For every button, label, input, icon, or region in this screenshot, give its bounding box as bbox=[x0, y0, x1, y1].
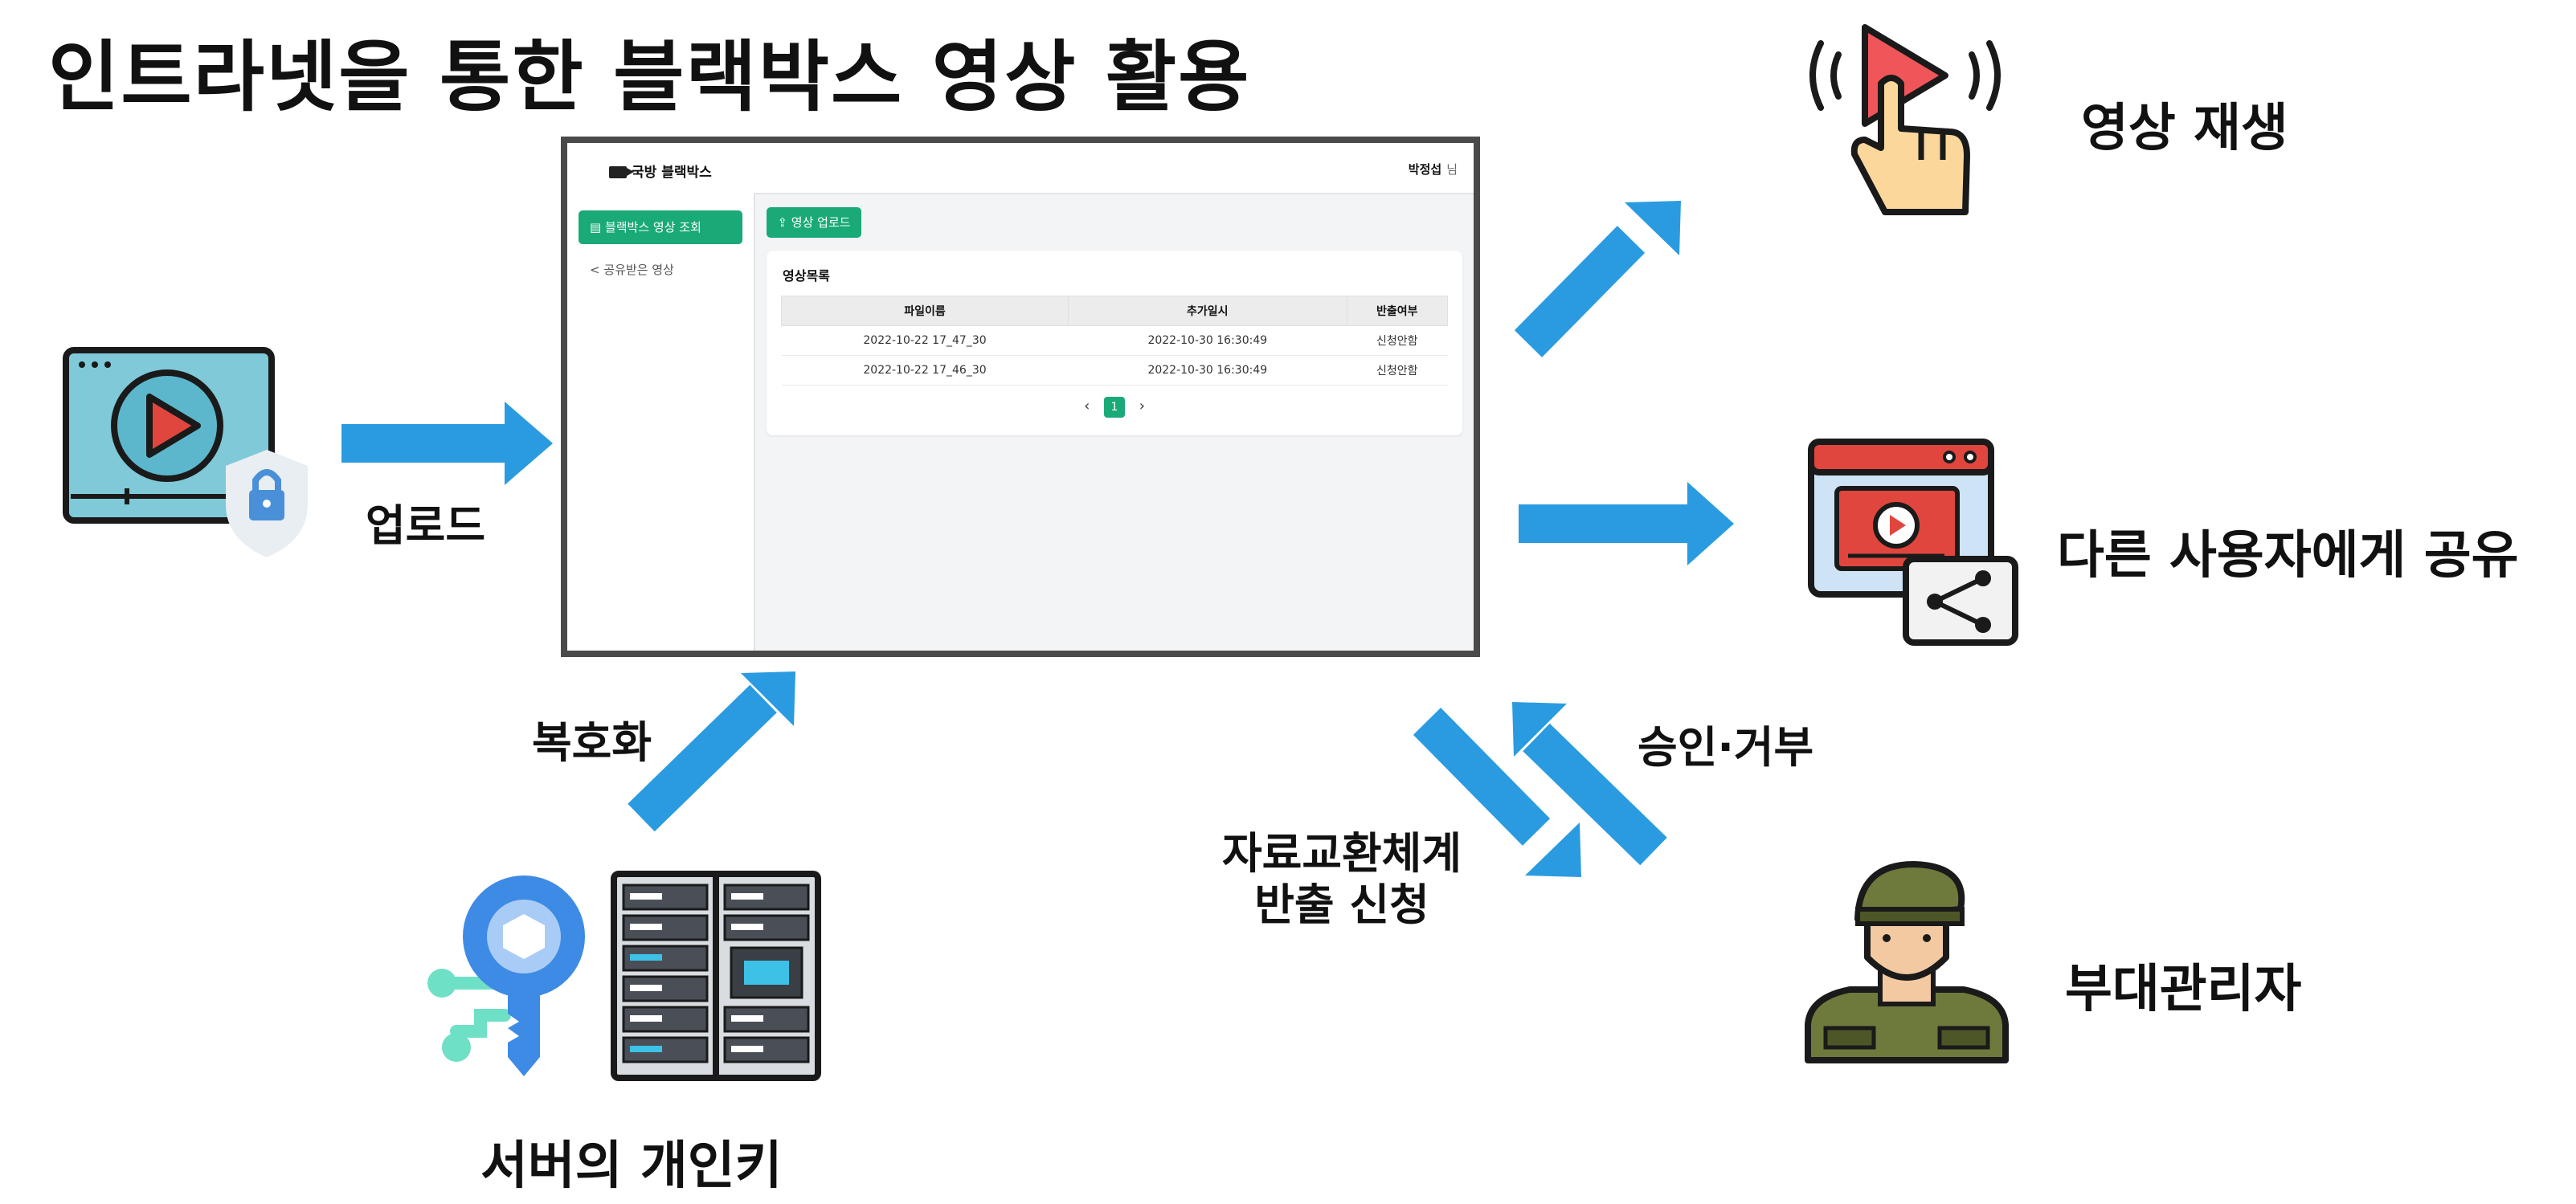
top-bar: 박정섭 님 bbox=[754, 143, 1474, 194]
video-share-icon bbox=[1808, 439, 2018, 646]
user-suffix: 님 bbox=[1446, 162, 1458, 177]
label-share: 다른 사용자에게 공유 bbox=[2057, 526, 2519, 586]
card-title: 영상목록 bbox=[783, 268, 830, 284]
arrow-decrypt-head bbox=[741, 671, 795, 726]
sidebar: 국방 블랙박스 ▤ 블랙박스 영상 조회 < 공유받은 영상 bbox=[567, 143, 755, 651]
upload-video-button[interactable]: ⇪ 영상 업로드 bbox=[767, 207, 861, 238]
cell-filename: 2022-10-22 17_47_30 bbox=[781, 325, 1069, 356]
video-list-card: 영상목록 파일이름 추가일시 반출여부 2022-10-22 17_47_30 … bbox=[767, 251, 1462, 435]
arrow-play-shaft bbox=[1514, 226, 1646, 357]
label-approve: 승인·거부 bbox=[1638, 722, 1814, 773]
video-lock-icon bbox=[63, 347, 308, 557]
pager-current[interactable]: 1 bbox=[1104, 397, 1125, 418]
col-added: 추가일시 bbox=[1068, 296, 1347, 326]
nav-video-list[interactable]: ▤ 블랙박스 영상 조회 bbox=[579, 210, 742, 244]
arrow-export-shaft bbox=[1413, 708, 1551, 846]
arrow-decrypt-shaft bbox=[628, 684, 777, 832]
upload-video-label: 영상 업로드 bbox=[791, 215, 851, 230]
brand: 국방 블랙박스 bbox=[609, 161, 712, 181]
col-filename: 파일이름 bbox=[780, 296, 1069, 326]
arrow-approve-shaft bbox=[1523, 723, 1667, 866]
cell-added: 2022-10-30 16:30:49 bbox=[1068, 325, 1347, 356]
key-icon bbox=[427, 875, 585, 1076]
label-export-line2: 반출 신청 bbox=[1254, 880, 1429, 930]
label-decrypt: 복호화 bbox=[532, 717, 652, 768]
user-name: 박정섭 bbox=[1408, 162, 1442, 177]
page-title: 인트라넷을 통한 블랙박스 영상 활용 bbox=[48, 32, 1251, 122]
label-export-line1: 자료교환체계 bbox=[1221, 828, 1462, 879]
pagination: ‹ 1 › bbox=[767, 397, 1462, 418]
nav-shared-videos[interactable]: < 공유받은 영상 bbox=[590, 263, 674, 277]
cell-filename: 2022-10-22 17_46_30 bbox=[781, 355, 1069, 386]
table-row[interactable]: 2022-10-22 17_46_30 2022-10-30 16:30:49 … bbox=[781, 355, 1448, 386]
server-rack-icon bbox=[611, 871, 821, 1081]
camera-icon bbox=[609, 166, 634, 178]
arrow-export-head bbox=[1525, 822, 1581, 877]
cell-added: 2022-10-30 16:30:49 bbox=[1068, 355, 1347, 386]
cell-export: 신청안함 bbox=[1347, 355, 1448, 386]
video-table: 파일이름 추가일시 반출여부 2022-10-22 17_47_30 2022-… bbox=[780, 296, 1449, 386]
col-export: 반출여부 bbox=[1346, 296, 1449, 326]
arrow-upload bbox=[341, 402, 553, 485]
brand-label: 국방 블랙박스 bbox=[632, 165, 712, 181]
label-manager: 부대관리자 bbox=[2065, 960, 2302, 1019]
user-info[interactable]: 박정섭 님 bbox=[1409, 161, 1458, 178]
arrow-share bbox=[1519, 482, 1734, 565]
arrow-play-head bbox=[1625, 201, 1681, 255]
table-row[interactable]: 2022-10-22 17_47_30 2022-10-30 16:30:49 … bbox=[781, 325, 1448, 356]
pager-next[interactable]: › bbox=[1139, 398, 1145, 414]
intranet-screenshot: 국방 블랙박스 ▤ 블랙박스 영상 조회 < 공유받은 영상 박정섭 님 ⇪ 영상… bbox=[561, 137, 1480, 657]
cell-export: 신청안함 bbox=[1347, 325, 1448, 356]
label-upload: 업로드 bbox=[366, 500, 486, 551]
nav-video-list-label: 블랙박스 영상 조회 bbox=[604, 220, 701, 235]
touch-play-icon bbox=[1809, 24, 2001, 215]
arrow-approve-head bbox=[1512, 702, 1567, 757]
nav-shared-videos-label: 공유받은 영상 bbox=[603, 263, 674, 277]
soldier-icon bbox=[1805, 861, 2009, 1063]
pager-prev[interactable]: ‹ bbox=[1084, 398, 1090, 414]
label-play: 영상 재생 bbox=[2081, 99, 2288, 158]
label-server-key: 서버의 개인키 bbox=[480, 1137, 783, 1196]
